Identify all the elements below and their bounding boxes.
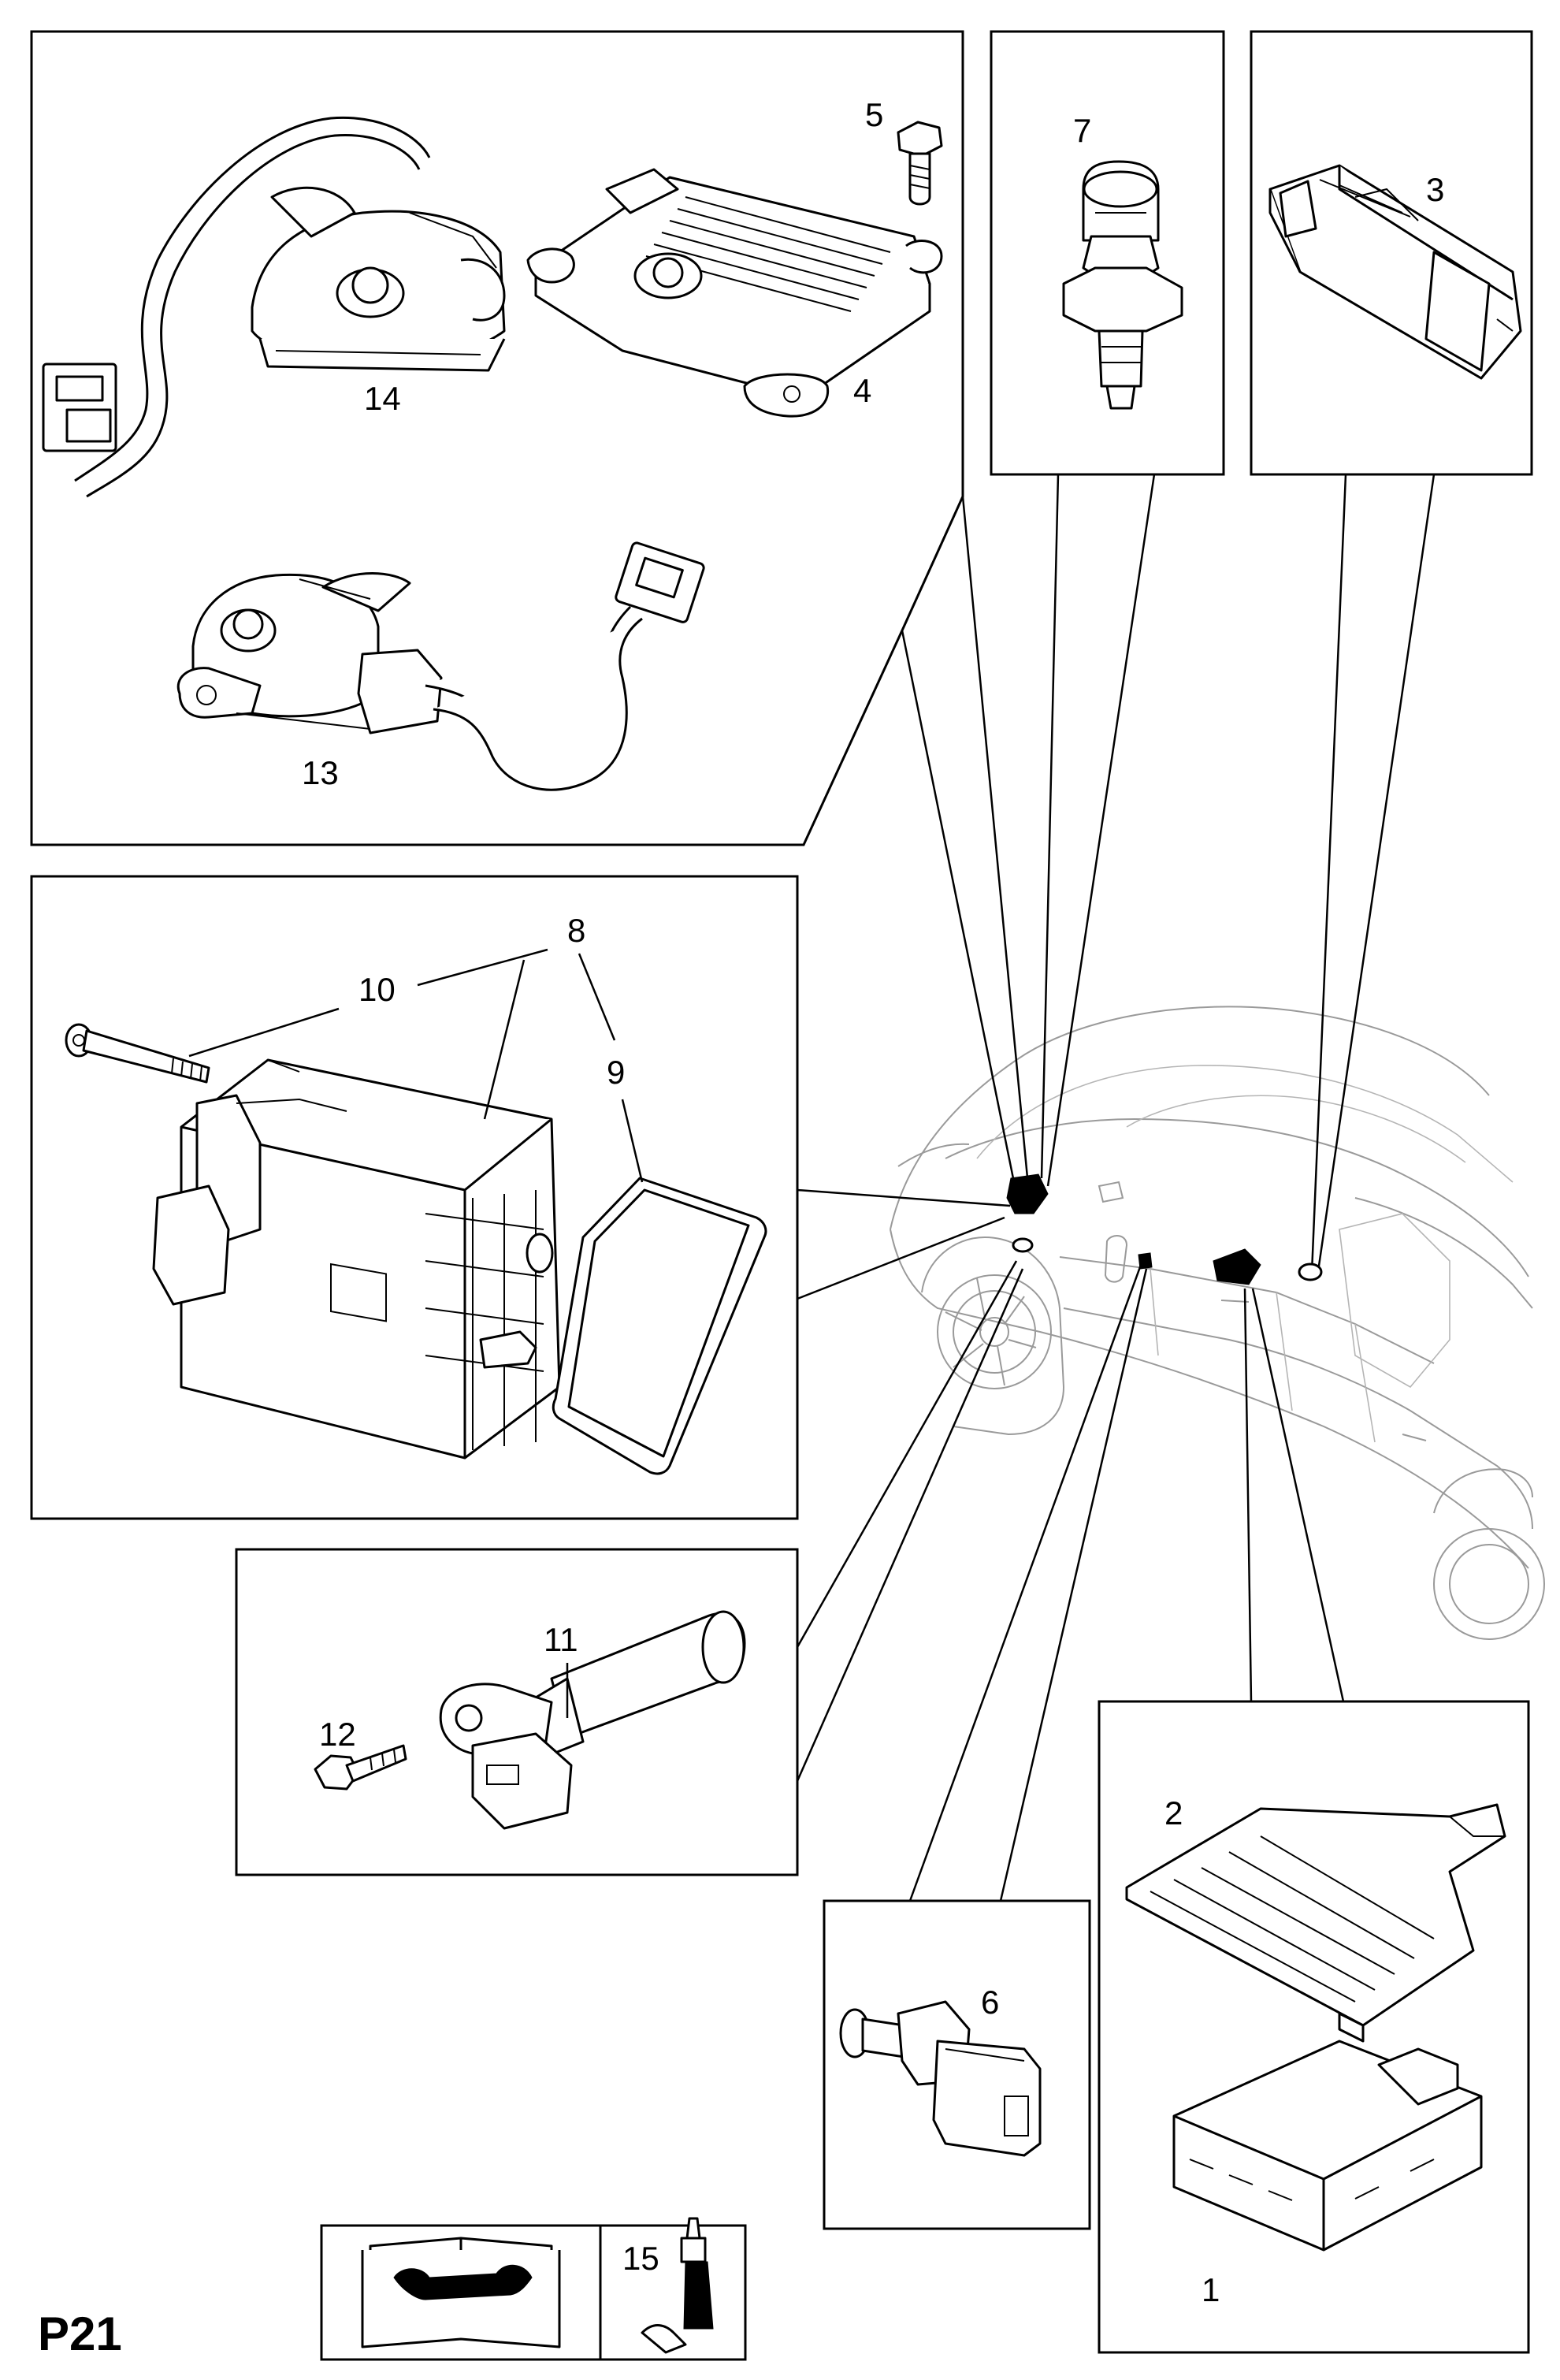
part-3-control-module [1268, 164, 1522, 380]
part-11-speed-sensor [439, 1610, 746, 1830]
leader-lines [796, 474, 1436, 1902]
callout-13: 13 [302, 754, 339, 791]
part-9-gasket [552, 1177, 767, 1475]
panel-8-9-10 [30, 875, 799, 1520]
callout-9: 9 [607, 1054, 625, 1091]
callout-7: 7 [1073, 112, 1091, 149]
adhesive-bottle-icon [641, 2217, 714, 2354]
vehicle-outline [890, 1006, 1545, 1640]
callout-10: 10 [358, 971, 396, 1008]
callout-12: 12 [319, 1716, 356, 1753]
part-14-range-switch-with-harness [42, 116, 506, 498]
callout-labels: 14 4 5 13 7 3 8 10 9 11 12 6 2 1 15 [302, 96, 1444, 2308]
part-7-pressure-sensor [1062, 160, 1183, 410]
callout-8: 8 [567, 912, 585, 949]
callout-2: 2 [1164, 1794, 1183, 1831]
book-with-wrench-icon [361, 2237, 561, 2348]
callout-3: 3 [1426, 171, 1444, 208]
panel-7 [990, 30, 1225, 476]
vehicle-location-markers [1006, 1173, 1323, 1285]
panel-6 [823, 1899, 1091, 2230]
part-6-brake-light-switch [839, 2000, 1042, 2157]
callout-14: 14 [364, 380, 401, 417]
part-10-bolt [65, 1023, 210, 1084]
part-12-bolt [314, 1744, 407, 1791]
part-13-range-switch-with-harness [176, 541, 705, 791]
callout-6: 6 [981, 1984, 999, 2021]
callout-4: 4 [853, 372, 871, 409]
part-5-bolt [897, 121, 943, 206]
callout-11: 11 [544, 1621, 578, 1658]
callout-5: 5 [865, 96, 883, 133]
panel-1-2 [1098, 1700, 1530, 2354]
panel-3 [1250, 30, 1533, 476]
part-2-module-bracket [1125, 1803, 1506, 2043]
panel-15 [320, 2224, 747, 2361]
panel-frames [30, 30, 1533, 2361]
panel-11-12 [235, 1548, 799, 1876]
part-1-control-module [1172, 2040, 1483, 2252]
page-label: P21 [38, 2307, 122, 2360]
callout-pointers [188, 948, 644, 1718]
callout-15: 15 [622, 2240, 659, 2277]
callout-1: 1 [1202, 2271, 1220, 2308]
part-8-shift-module [152, 1058, 561, 1460]
part-4-transmission-control-module [526, 168, 943, 418]
